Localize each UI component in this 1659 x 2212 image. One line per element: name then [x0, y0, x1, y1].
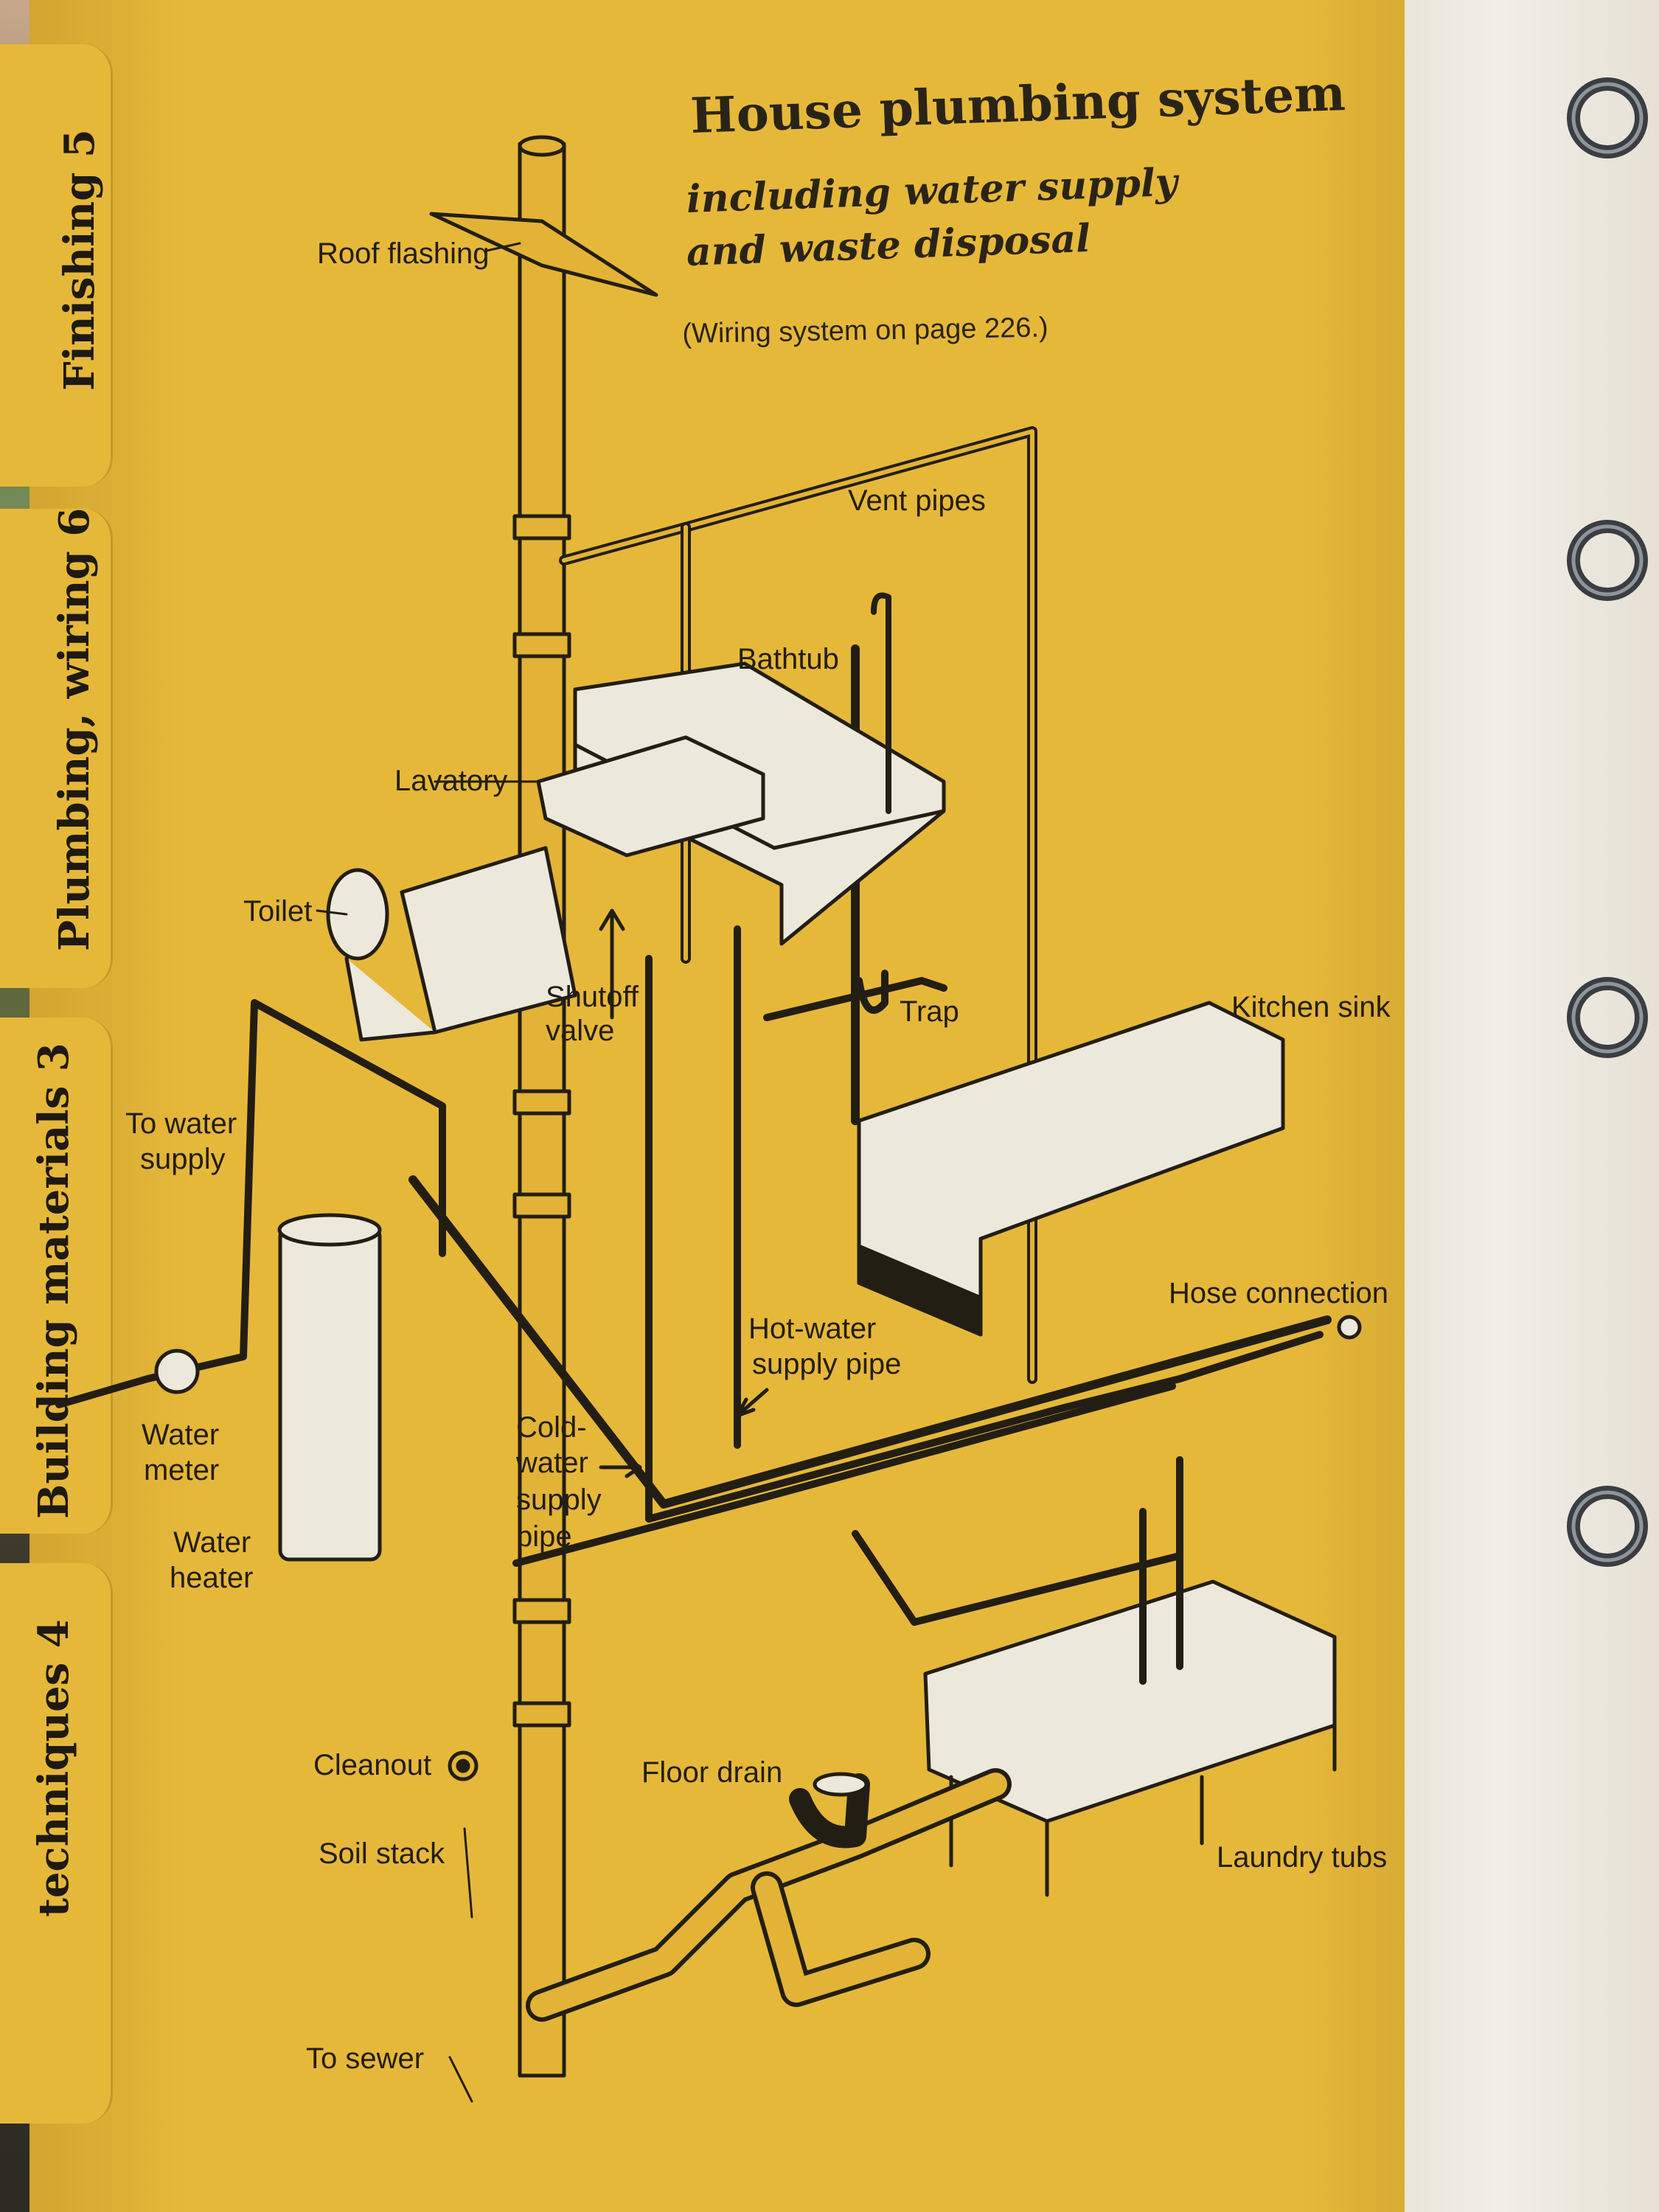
label-water-heater-line-2: heater: [170, 1562, 254, 1594]
label-to-sewer: To sewer: [306, 2042, 425, 2075]
label-hot-water-line-1: Hot-water: [748, 1312, 877, 1345]
trap-icon: [855, 970, 888, 1014]
cold-water-supply-pipe: [408, 1175, 1332, 1509]
label-cleanout: Cleanout: [313, 1749, 432, 1781]
label-cold-water-line-1: Cold-: [516, 1411, 587, 1444]
hot-water-supply-pipe: [645, 1375, 1183, 1523]
lavatory-fixture: [536, 735, 765, 858]
tab-plumbing[interactable]: Plumbing, wiring 6: [0, 508, 113, 988]
label-hose-connection: Hose connection: [1169, 1277, 1388, 1310]
hose-connection-icon: [1337, 1315, 1362, 1340]
label-shutoff-valve-line-2: valve: [546, 1015, 615, 1047]
label-to-water-supply-line-2: supply: [140, 1143, 226, 1175]
binder-ring-icon: [1567, 520, 1648, 601]
tab-finishing[interactable]: Finishing 5: [0, 44, 113, 487]
label-to-water-supply-line-1: To water: [125, 1107, 237, 1140]
label-water-meter-line-2: meter: [144, 1454, 220, 1486]
label-bathtub: Bathtub: [737, 643, 839, 675]
label-roof-flashing: Roof flashing: [317, 237, 490, 270]
label-vent-pipes: Vent pipes: [848, 484, 986, 517]
label-cold-water-line-3: supply: [516, 1484, 602, 1516]
water-meter-icon: [154, 1349, 200, 1394]
label-cold-water-line-4: pipe: [516, 1520, 572, 1553]
tab-techniques[interactable]: techniques 4: [0, 1563, 113, 2124]
binder-ring-icon: [1567, 1486, 1648, 1567]
label-shutoff-valve-line-1: Shutoff: [546, 981, 639, 1013]
roof-flashing: [429, 212, 658, 297]
label-laundry-tubs: Laundry tubs: [1217, 1841, 1388, 1874]
label-toilet: Toilet: [243, 895, 313, 928]
soil-stack-pipe: [512, 135, 571, 2078]
label-hot-water-line-2: supply pipe: [752, 1348, 902, 1380]
binder-ring-icon: [1567, 977, 1648, 1058]
water-heater-fixture: [277, 1213, 382, 1562]
water-supply-pipe: [55, 999, 446, 1408]
label-kitchen-sink: Kitchen sink: [1231, 991, 1391, 1023]
label-lavatory: Lavatory: [394, 765, 508, 797]
label-water-meter-line-1: Water: [142, 1419, 220, 1451]
toilet-fixture: [400, 846, 577, 1034]
label-cold-water-line-2: water: [516, 1447, 588, 1479]
floor-drain-icon: [789, 1773, 870, 1848]
tab-materials[interactable]: Building materials 3: [0, 1018, 113, 1534]
wiring-note: (Wiring system on page 226.): [682, 312, 1048, 349]
label-floor-drain: Floor drain: [641, 1756, 783, 1789]
label-soil-stack: Soil stack: [319, 1837, 445, 1870]
label-trap: Trap: [900, 995, 959, 1028]
facing-page: [1394, 0, 1659, 2212]
label-water-heater-line-1: Water: [173, 1526, 251, 1559]
binder-ring-icon: [1567, 77, 1648, 159]
